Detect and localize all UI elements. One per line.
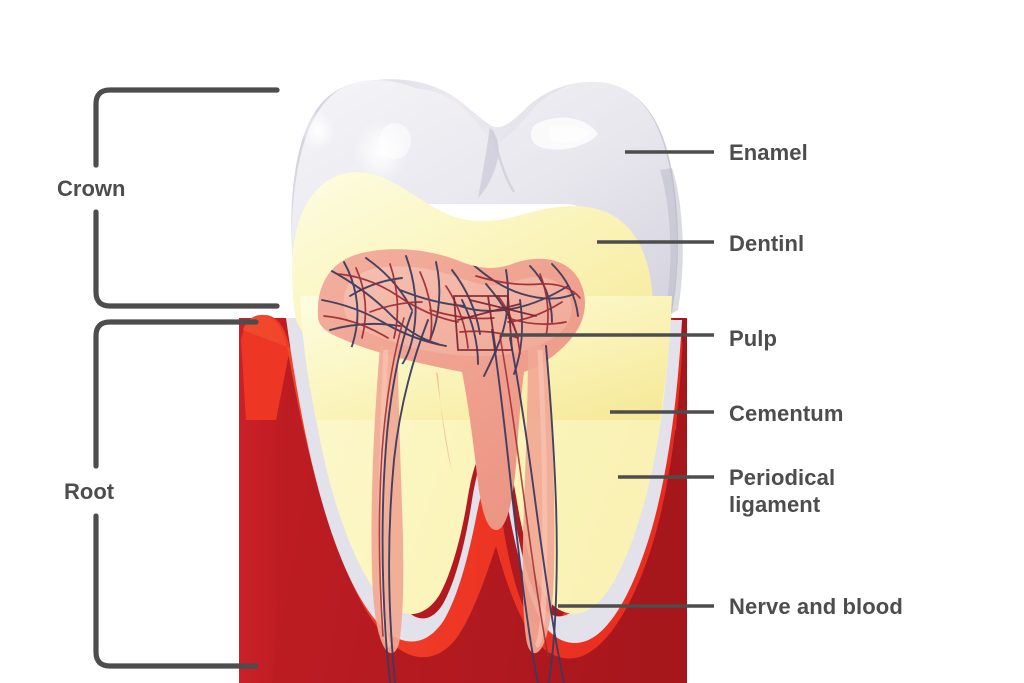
root-bracket: [93, 319, 259, 669]
callout-label-nerve-and-blood: Nerve and blood: [729, 594, 903, 619]
callout-label-pulp: Pulp: [729, 326, 778, 351]
bracket-label-crown: Crown: [57, 176, 126, 201]
callout-leader-lines: [500, 150, 714, 608]
section-brackets: [93, 87, 280, 669]
callout-label-cementum: Cementum: [729, 401, 844, 426]
enamel-crown: [291, 79, 683, 352]
callout-label-periodical-ligament: Periodical ligament: [729, 465, 836, 517]
crown-bracket: [93, 87, 280, 309]
callout-label-enamel: Enamel: [729, 140, 808, 165]
bracket-label-root: Root: [64, 479, 115, 504]
callout-label-dentinl: Dentinl: [729, 231, 805, 256]
